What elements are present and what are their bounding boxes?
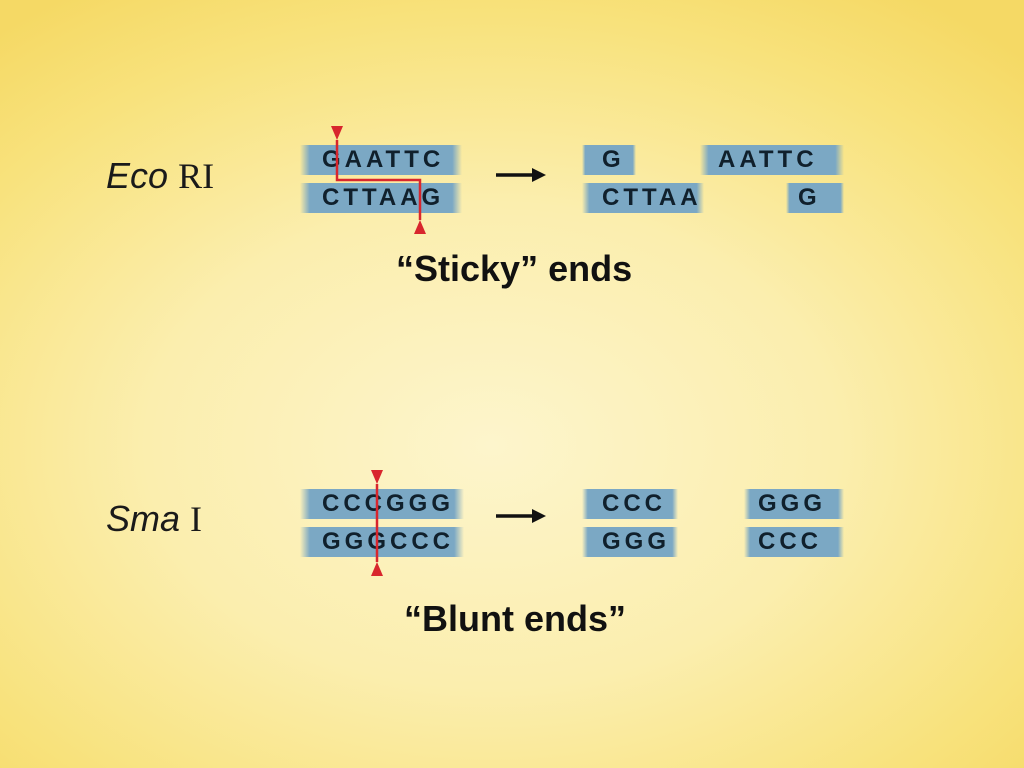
smai-arrow — [494, 506, 548, 531]
bottom-cut-triangle-icon — [371, 562, 383, 576]
smai-label: Sma I — [106, 498, 202, 540]
ecori-label-italic: Eco — [106, 155, 169, 196]
ecori-top-strand: GAATTC — [300, 145, 462, 175]
sticky-ends-caption: “Sticky” ends — [396, 248, 633, 289]
smai-product-right-bottom: CCC — [744, 527, 844, 557]
smai-bottom-strand: GGGCCC — [300, 527, 464, 557]
ecori-product-left-bottom: CTTAA — [582, 183, 704, 213]
ecori-arrow — [494, 165, 548, 190]
smai-top-strand: CCCGGG — [300, 489, 464, 519]
smai-label-roman: I — [190, 499, 203, 539]
ecori-label-roman: RI — [178, 156, 215, 196]
ecori-label: Eco RI — [106, 155, 214, 197]
right-arrow-icon — [496, 509, 546, 523]
ecori-product-right-bottom: G — [786, 183, 844, 213]
smai-product-left-top: CCC — [582, 489, 678, 519]
smai-cut-marker — [371, 470, 383, 576]
ecori-cut-marker — [331, 126, 426, 234]
top-cut-triangle-icon — [331, 126, 343, 140]
blunt-ends-caption: “Blunt ends” — [404, 598, 626, 639]
smai-label-italic: Sma — [106, 498, 181, 539]
bottom-cut-triangle-icon — [414, 220, 426, 234]
ecori-product-left-top: G — [582, 145, 636, 175]
right-arrow-icon — [496, 168, 546, 182]
top-cut-triangle-icon — [371, 470, 383, 484]
ecori-product-right-top: AATTC — [700, 145, 844, 175]
smai-product-right-top: GGG — [744, 489, 844, 519]
smai-product-left-bottom: GGG — [582, 527, 678, 557]
ecori-bottom-strand: CTTAAG — [300, 183, 462, 213]
